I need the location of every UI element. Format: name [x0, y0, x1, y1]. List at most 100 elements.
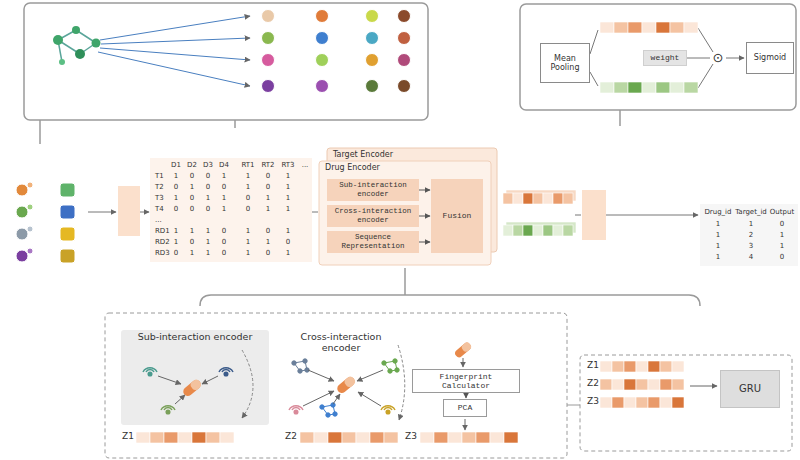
vector-label: Z1 — [587, 361, 599, 371]
flow-line — [687, 58, 710, 59]
interaction-icon — [219, 368, 233, 372]
flow-arrow — [358, 392, 381, 406]
table-cell: 1 — [286, 173, 290, 181]
vector-cell — [513, 225, 523, 236]
table-cell: 2 — [749, 232, 753, 240]
table-cell: 1 — [190, 228, 194, 236]
table-cell: 1 — [286, 228, 290, 236]
vector-cell — [672, 379, 684, 390]
network-icon — [333, 412, 337, 416]
panel-frame — [24, 3, 428, 120]
entity-icon — [398, 54, 411, 67]
vector-cell — [660, 361, 672, 372]
table-header: D1 — [171, 162, 181, 170]
drug-icon — [16, 184, 28, 196]
table-cell: 1 — [246, 250, 250, 258]
entity-icon — [316, 80, 329, 93]
table-cell: 1 — [246, 184, 250, 192]
entity-icon — [366, 32, 379, 45]
table-cell: 1 — [246, 239, 250, 247]
table-cell: 1 — [716, 254, 720, 262]
vector-cell — [150, 432, 164, 443]
table-cell: 0 — [246, 206, 250, 214]
table-cell: 1 — [716, 232, 720, 240]
target-icon — [60, 205, 75, 219]
vector-cell — [600, 361, 612, 372]
table-cell: 1 — [174, 195, 178, 203]
flow-arrow — [158, 376, 181, 384]
target-icon — [60, 227, 75, 241]
table-cell: 3 — [749, 243, 753, 251]
network-icon — [382, 361, 386, 365]
vector-cell — [656, 22, 670, 33]
update-arrow — [242, 350, 253, 418]
vector-cell — [684, 82, 698, 93]
matrix-ground — [150, 158, 312, 262]
network-icon — [388, 369, 392, 373]
table-cell: 1 — [780, 232, 784, 240]
table-cell: 0 — [206, 206, 210, 214]
vector-cell — [672, 397, 684, 408]
card-background — [121, 330, 269, 425]
sigmoid-box: Sigmoid — [746, 42, 794, 74]
table-cell: 1 — [246, 173, 250, 181]
table-header: RT2 — [261, 162, 274, 170]
network-icon — [395, 368, 399, 372]
table-cell: 1 — [266, 195, 270, 203]
flow-arrow — [466, 393, 467, 398]
drug-capsule — [343, 375, 356, 388]
table-header: Target_id — [735, 209, 767, 217]
leader-line — [39, 120, 41, 144]
graph-node — [59, 59, 65, 65]
vector-label: Z3 — [587, 397, 599, 407]
table-cell: 1 — [716, 243, 720, 251]
box-label: Mean Pooling — [544, 54, 586, 72]
entity-icon — [316, 32, 329, 45]
network-icon — [393, 359, 397, 363]
vector-cell — [563, 193, 573, 204]
entity-icon — [366, 80, 379, 93]
table-cell: 1 — [206, 195, 210, 203]
flow-arrow — [357, 370, 383, 381]
network-icon — [298, 369, 302, 373]
table-cell: 0 — [780, 254, 784, 262]
card-background — [319, 161, 491, 265]
flow-arrow — [140, 212, 149, 213]
box-label: Fingerprint Calculator — [416, 372, 516, 390]
process-box: PCA — [443, 399, 487, 417]
table-cell: 0 — [206, 173, 210, 181]
table-cell: 4 — [749, 254, 753, 262]
detail-frame — [580, 355, 792, 451]
panel-title: Cross-interaction encoder — [282, 332, 400, 354]
vector-cell — [624, 397, 636, 408]
box-label: Cross-interaction encoder — [330, 207, 416, 224]
vector-label: Z1 — [122, 432, 134, 442]
table-header: Output — [770, 209, 794, 217]
vector-cell — [600, 397, 612, 408]
flow-arrow — [463, 358, 464, 367]
table-cell: 0 — [286, 239, 290, 247]
network-icon — [320, 405, 324, 409]
vector-cell — [614, 82, 628, 93]
box-label: Sequence Representation — [330, 233, 416, 250]
entity-icon — [262, 80, 275, 93]
gru-box: GRU — [720, 370, 780, 408]
vector-cell — [220, 432, 234, 443]
row-header: RD3 — [155, 250, 170, 258]
vector-cell — [314, 432, 328, 443]
network-icon — [326, 413, 330, 417]
interaction-icon — [289, 406, 303, 410]
target-icon — [60, 249, 75, 263]
drug-capsule — [189, 378, 202, 391]
vector-cell — [513, 193, 523, 204]
box-label: PCA — [458, 403, 472, 412]
drug-capsule — [454, 341, 473, 359]
table-header: D2 — [187, 162, 197, 170]
vector-cell — [503, 193, 513, 204]
vector-cell — [553, 193, 563, 204]
row-header: T4 — [155, 206, 164, 214]
vector-cell — [543, 225, 553, 236]
vector-cell — [600, 22, 614, 33]
vector-cell — [553, 225, 563, 236]
